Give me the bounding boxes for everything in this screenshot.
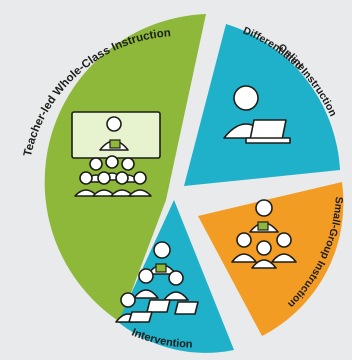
intervention-group-icon (115, 241, 199, 323)
small-group-icon (231, 199, 297, 269)
teacher-whiteboard-class-icon (71, 111, 161, 197)
small-group-wedge (198, 182, 344, 336)
student-laptop-icon (223, 85, 291, 144)
online-wedge (184, 24, 340, 186)
